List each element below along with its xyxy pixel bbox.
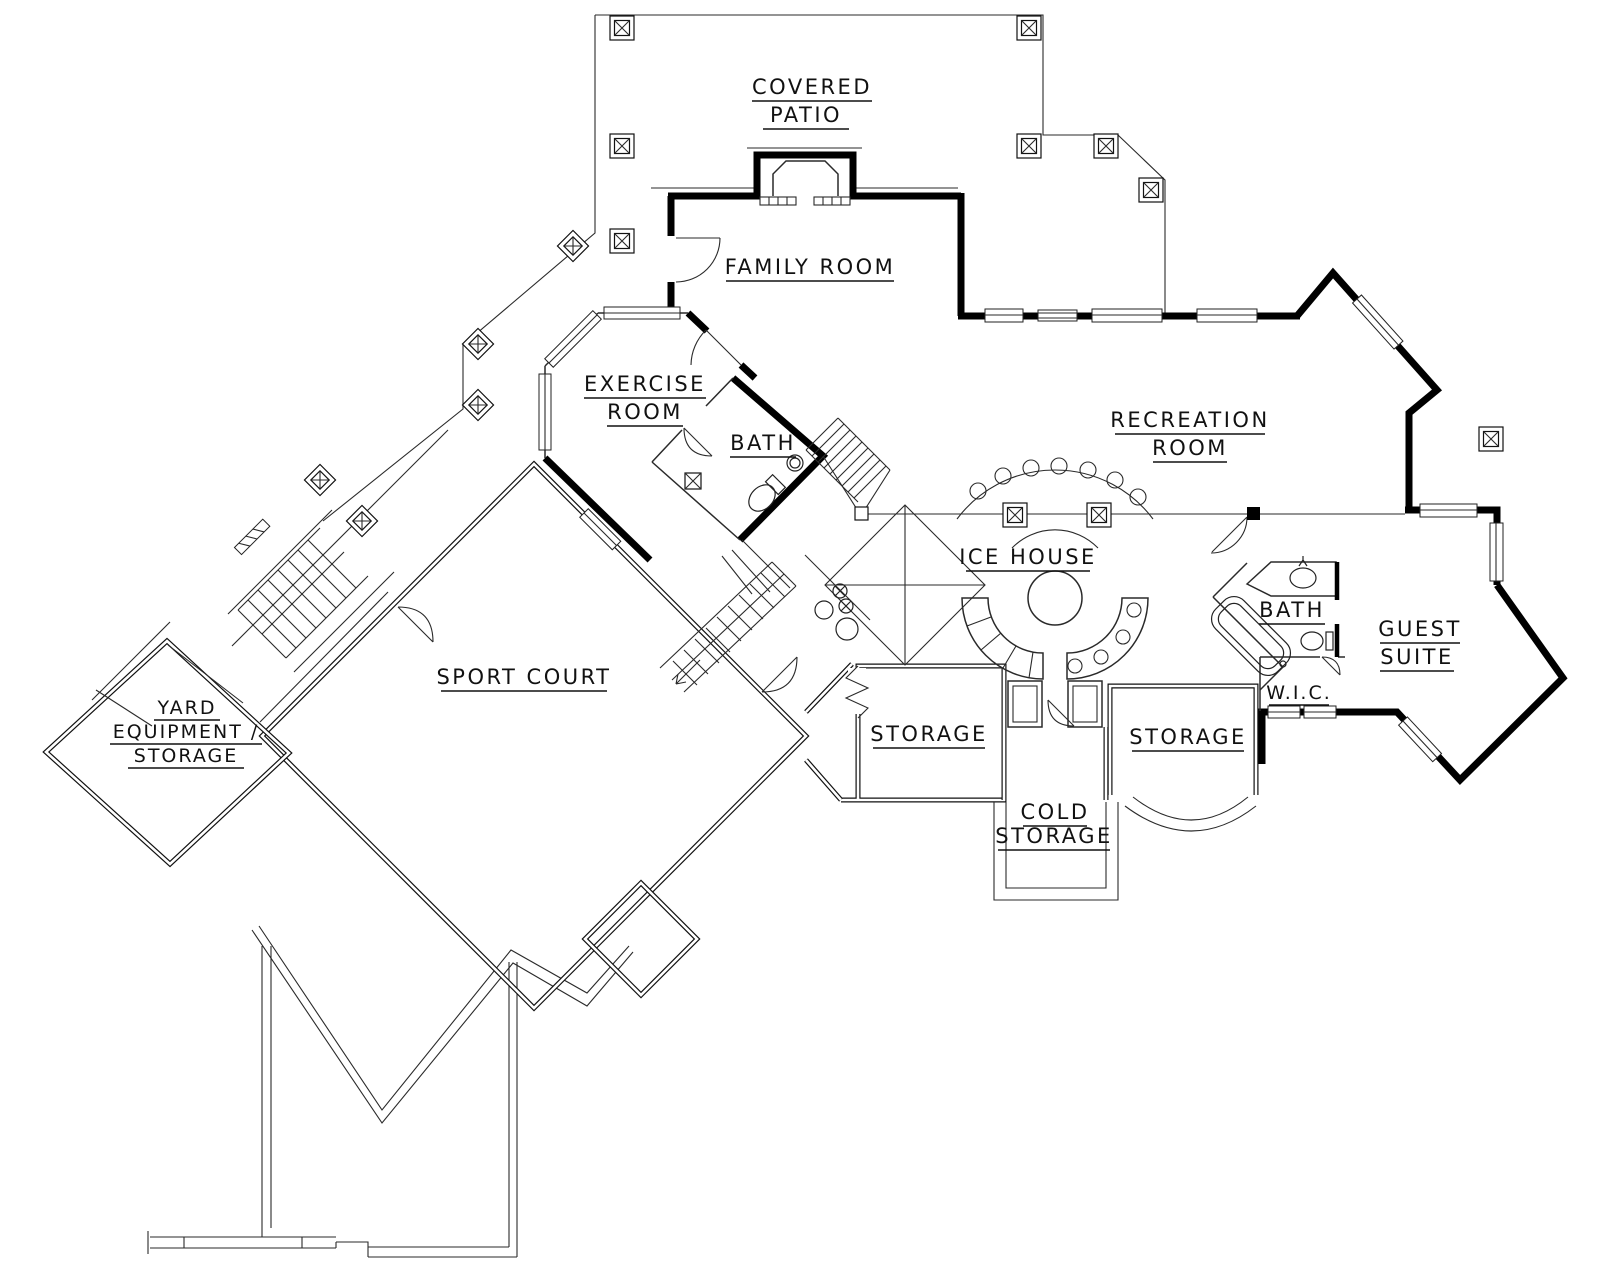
toilet-icon	[1300, 631, 1324, 651]
room-label-guest-suite: SUITE	[1380, 645, 1454, 669]
post-marker-icon	[556, 229, 590, 263]
windows	[233, 294, 1504, 763]
room-label-recreation-room: RECREATION	[1110, 408, 1269, 432]
room-labels: COVERED PATIO FAMILY ROOM EXERCISE ROOM …	[110, 75, 1462, 851]
column-marker-icon	[609, 133, 635, 159]
room-label-yard-equipment: YARD	[157, 697, 217, 719]
bath-main-fixtures	[748, 454, 804, 512]
room-label-sport-court: SPORT COURT	[436, 665, 611, 689]
room-label-family-room: FAMILY ROOM	[725, 255, 896, 279]
column-marker-icon	[1016, 133, 1042, 159]
partition-walls	[651, 377, 1405, 711]
room-label-yard-equipment: EQUIPMENT /	[113, 721, 260, 743]
patio-outline	[322, 14, 1166, 522]
stairs-main	[721, 417, 891, 595]
room-label-wic: W.I.C.	[1266, 682, 1332, 704]
bath-guest-fixtures	[1210, 556, 1334, 677]
toilet-icon	[748, 473, 787, 512]
room-label-guest-suite: GUEST	[1378, 617, 1462, 641]
room-label-cold-storage: COLD	[1020, 800, 1089, 824]
fireplace	[759, 160, 851, 206]
room-label-recreation-room: ROOM	[1152, 436, 1228, 460]
ice-house-feature	[956, 457, 1154, 728]
room-label-covered-patio: COVERED	[752, 75, 872, 99]
post-marker-icon	[461, 388, 495, 422]
curved-stair-left	[961, 597, 1044, 680]
exterior-walls	[542, 151, 1568, 786]
doors	[397, 237, 1341, 693]
room-label-covered-patio: PATIO	[770, 103, 842, 127]
post-marker-icon	[854, 506, 869, 521]
bar-area	[804, 504, 986, 666]
post-marker-icon	[345, 504, 379, 538]
room-label-ice-house: ICE HOUSE	[959, 545, 1097, 569]
stairs-to-sport-court	[659, 561, 797, 693]
post-marker-icon	[684, 472, 702, 490]
stairs-northwest	[227, 509, 395, 673]
deck-outline	[91, 429, 634, 1258]
interior-double-walls	[46, 464, 1256, 1008]
column-marker-icon	[1093, 133, 1119, 159]
column-marker-icon	[609, 228, 635, 254]
room-label-storage-right: STORAGE	[1129, 725, 1246, 749]
sink-icon	[1289, 567, 1317, 589]
curved-stair-right	[1066, 597, 1149, 680]
column-marker-icon	[1478, 426, 1504, 452]
room-label-exercise-room: EXERCISE	[584, 372, 706, 396]
column-marker-icon	[1086, 502, 1112, 528]
room-label-cold-storage: STORAGE	[995, 824, 1112, 848]
sink-icon	[786, 454, 804, 472]
room-label-yard-equipment: STORAGE	[134, 745, 238, 767]
post-marker-icon	[303, 463, 337, 497]
column-marker-icon	[1016, 15, 1042, 41]
column-marker-icon	[1138, 177, 1164, 203]
room-label-bath-guest: BATH	[1259, 598, 1325, 622]
column-marker-icon	[1002, 502, 1028, 528]
column-markers	[303, 15, 1504, 538]
post-marker-icon	[1247, 507, 1260, 520]
room-label-exercise-room: ROOM	[607, 400, 683, 424]
room-label-storage-left: STORAGE	[870, 722, 987, 746]
room-label-bath-main: BATH	[730, 431, 796, 455]
leader-lines	[95, 591, 389, 727]
ice-house-pit	[1027, 570, 1083, 626]
post-marker-icon	[461, 327, 495, 361]
cold-storage-door	[1047, 699, 1075, 727]
column-marker-icon	[609, 15, 635, 41]
